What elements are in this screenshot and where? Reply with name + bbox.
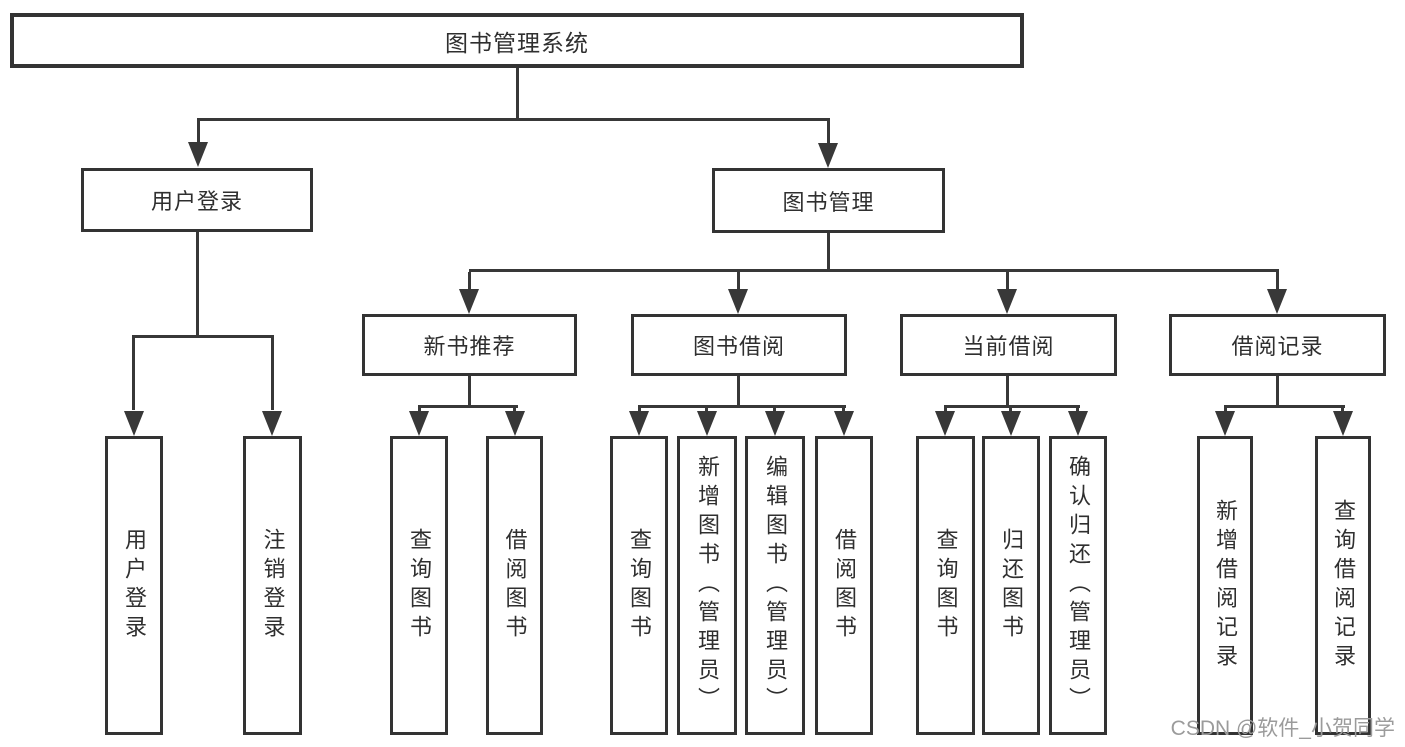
arrowhead-down-icon xyxy=(409,411,429,436)
arrowhead-down-icon xyxy=(1215,411,1235,436)
leaf-query-borrow-record: 查询借阅记录 xyxy=(1315,436,1371,735)
node-root: 图书管理系统 xyxy=(10,13,1024,68)
leaf-borrow-books-recommend: 借阅图书 xyxy=(486,436,543,735)
node-book-management-label: 图书管理 xyxy=(782,189,875,215)
node-new-book-recommendation-label: 新书推荐 xyxy=(423,334,516,359)
connector-line xyxy=(1006,272,1009,290)
arrowhead-down-icon xyxy=(188,142,208,167)
leaf-return-books: 归还图书 xyxy=(982,436,1040,735)
leaf-user-login-label: 用户登录 xyxy=(122,527,147,644)
arrowhead-down-icon xyxy=(262,411,282,436)
connector-line xyxy=(468,376,471,407)
leaf-borrow-books-recommend-label: 借阅图书 xyxy=(502,527,528,644)
leaf-add-borrow-record: 新增借阅记录 xyxy=(1197,436,1253,735)
leaf-confirm-return-admin-label: 确认归还（管理员） xyxy=(1066,455,1091,716)
node-borrowing-records-label: 借阅记录 xyxy=(1231,334,1324,359)
leaf-user-login: 用户登录 xyxy=(105,436,163,735)
connector-line xyxy=(1224,405,1345,408)
connector-line xyxy=(737,272,740,290)
arrowhead-down-icon xyxy=(124,411,144,436)
node-borrowing-records: 借阅记录 xyxy=(1169,314,1386,376)
connector-line xyxy=(132,338,135,410)
arrowhead-down-icon xyxy=(459,289,479,314)
arrowhead-down-icon xyxy=(1333,411,1353,436)
leaf-query-books-recommend: 查询图书 xyxy=(390,436,448,735)
leaf-query-books-current-label: 查询图书 xyxy=(933,527,959,644)
connector-line xyxy=(196,232,199,337)
connector-line xyxy=(197,118,830,121)
arrowhead-down-icon xyxy=(935,411,955,436)
leaf-query-books-current: 查询图书 xyxy=(916,436,975,735)
leaf-query-books-borrowing: 查询图书 xyxy=(610,436,668,735)
node-book-borrowing-label: 图书借阅 xyxy=(692,334,785,359)
leaf-add-books-admin-label: 新增图书（管理员） xyxy=(695,455,720,716)
arrowhead-down-icon xyxy=(997,289,1017,314)
node-book-borrowing: 图书借阅 xyxy=(631,314,847,376)
node-current-borrowing: 当前借阅 xyxy=(900,314,1117,376)
leaf-return-books-label: 归还图书 xyxy=(999,527,1024,644)
arrowhead-down-icon xyxy=(697,411,717,436)
connector-line xyxy=(827,121,830,145)
leaf-confirm-return-admin: 确认归还（管理员） xyxy=(1049,436,1107,735)
connector-line xyxy=(469,269,1279,272)
arrowhead-down-icon xyxy=(818,143,838,168)
node-book-management: 图书管理 xyxy=(712,168,945,233)
arrowhead-down-icon xyxy=(1001,411,1021,436)
connector-line xyxy=(1276,272,1279,290)
node-root-label: 图书管理系统 xyxy=(445,29,589,56)
leaf-edit-books-admin: 编辑图书（管理员） xyxy=(745,436,805,735)
connector-line xyxy=(638,405,846,408)
arrowhead-down-icon xyxy=(1267,289,1287,314)
arrowhead-down-icon xyxy=(629,411,649,436)
leaf-query-borrow-record-label: 查询借阅记录 xyxy=(1331,498,1356,673)
leaf-edit-books-admin-label: 编辑图书（管理员） xyxy=(763,455,788,716)
leaf-query-books-recommend-label: 查询图书 xyxy=(407,527,432,644)
connector-line xyxy=(827,233,830,271)
connector-line xyxy=(468,272,471,290)
node-user-login: 用户登录 xyxy=(81,168,313,232)
watermark: CSDN @软件_小贺同学 xyxy=(1170,717,1395,740)
leaf-add-borrow-record-label: 新增借阅记录 xyxy=(1213,498,1238,673)
connector-line xyxy=(197,121,200,145)
arrowhead-down-icon xyxy=(834,411,854,436)
leaf-borrow-books-borrowing: 借阅图书 xyxy=(815,436,873,735)
connector-line xyxy=(1276,376,1279,407)
leaf-query-books-borrowing-label: 查询图书 xyxy=(627,527,652,644)
node-new-book-recommendation: 新书推荐 xyxy=(362,314,577,376)
connector-line xyxy=(271,338,274,410)
arrowhead-down-icon xyxy=(505,411,525,436)
connector-line xyxy=(944,405,1080,408)
connector-line xyxy=(737,376,740,407)
arrowhead-down-icon xyxy=(765,411,785,436)
leaf-logout-login-label: 注销登录 xyxy=(260,527,286,644)
leaf-add-books-admin: 新增图书（管理员） xyxy=(677,436,737,735)
node-user-login-label: 用户登录 xyxy=(150,189,243,214)
connector-line xyxy=(132,335,274,338)
connector-line xyxy=(516,68,519,119)
connector-line xyxy=(418,405,518,408)
connector-line xyxy=(1006,376,1009,407)
node-current-borrowing-label: 当前借阅 xyxy=(962,334,1055,359)
arrowhead-down-icon xyxy=(728,289,748,314)
leaf-logout-login: 注销登录 xyxy=(243,436,302,735)
leaf-borrow-books-borrowing-label: 借阅图书 xyxy=(832,527,857,644)
arrowhead-down-icon xyxy=(1068,411,1088,436)
